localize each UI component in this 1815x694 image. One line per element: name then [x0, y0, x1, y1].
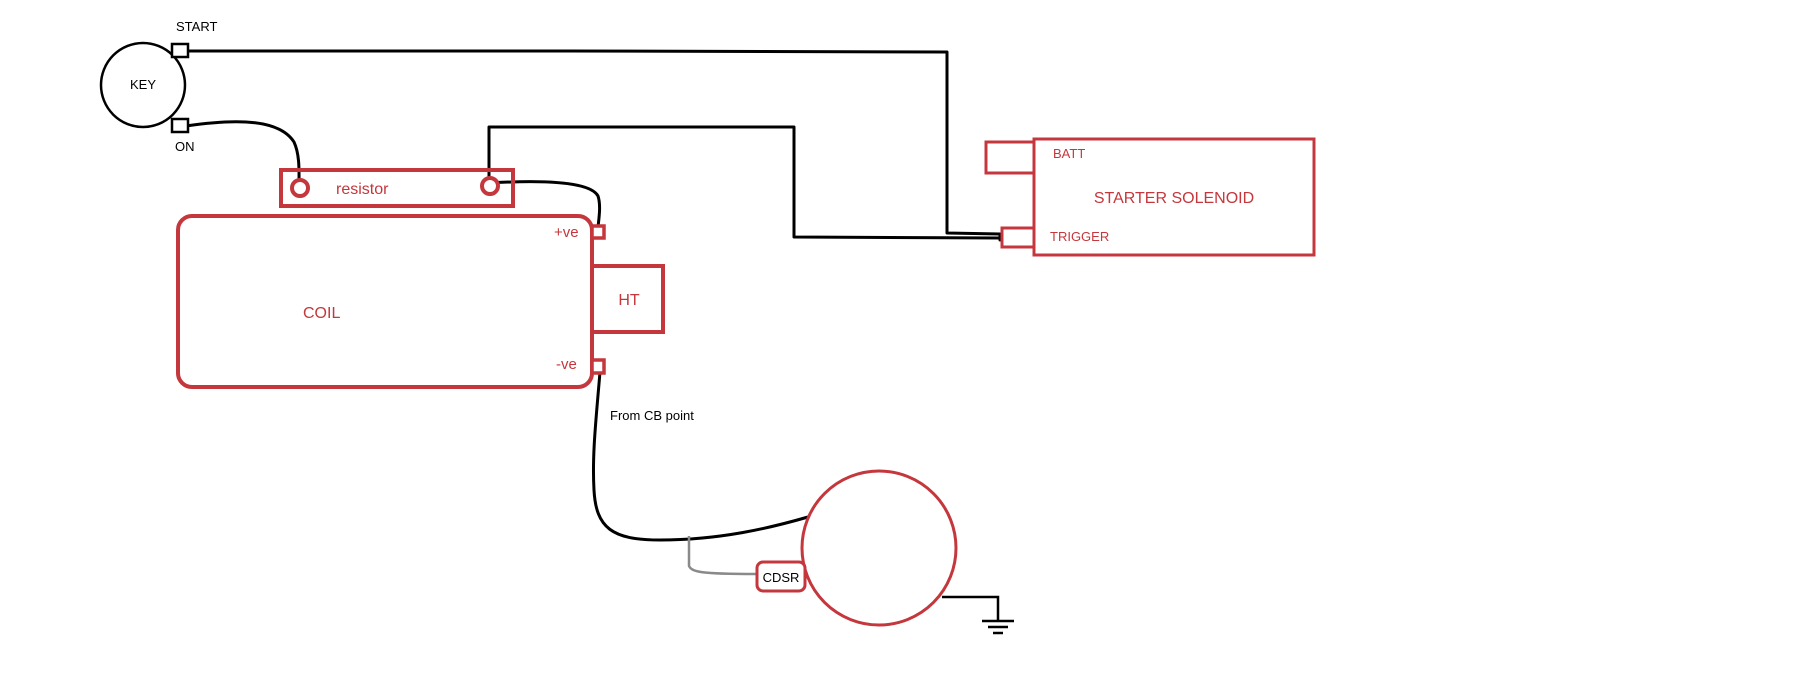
- solenoid-trigger-terminal: [1000, 226, 1036, 249]
- key-on-terminal: [170, 117, 190, 134]
- coil-label: COIL: [303, 305, 340, 322]
- solenoid-batt-terminal: [984, 140, 1036, 175]
- condenser-box: [755, 560, 807, 593]
- condenser-label: CDSR: [763, 570, 800, 585]
- key-label: KEY: [130, 77, 156, 92]
- key-start-label: START: [176, 19, 217, 34]
- solenoid-body: [1032, 137, 1316, 257]
- coil-negative-terminal: [590, 358, 606, 375]
- coil-positive-label: +ve: [554, 224, 579, 241]
- key-switch: [99, 41, 187, 129]
- coil-positive-terminal: [590, 224, 606, 240]
- wire-resistor-to-trigger: [487, 125, 1002, 240]
- solenoid-batt-label: BATT: [1053, 146, 1085, 161]
- key-on-label: ON: [175, 139, 195, 154]
- wire-condenser: [687, 536, 757, 576]
- cb-point-wire-label: From CB point: [610, 408, 694, 423]
- solenoid-label: STARTER SOLENOID: [1094, 190, 1254, 207]
- resistor-label: resistor: [336, 181, 389, 198]
- coil-ht-label: HT: [618, 292, 640, 309]
- wire-resistor-to-coil-positive: [487, 180, 602, 229]
- key-start-terminal: [170, 42, 190, 59]
- wire-start-to-trigger: [184, 49, 1002, 242]
- ground-symbol-icon: [942, 595, 1014, 635]
- distributor: [800, 469, 958, 627]
- resistor-right-terminal: [480, 176, 500, 196]
- coil-negative-label: -ve: [556, 356, 577, 373]
- coil-body: [176, 214, 594, 389]
- resistor-left-terminal: [290, 178, 310, 198]
- resistor-box: [279, 168, 515, 208]
- solenoid-trigger-label: TRIGGER: [1050, 229, 1109, 244]
- wire-coil-negative-to-distributor: [591, 370, 810, 542]
- coil-ht-box: [590, 264, 665, 334]
